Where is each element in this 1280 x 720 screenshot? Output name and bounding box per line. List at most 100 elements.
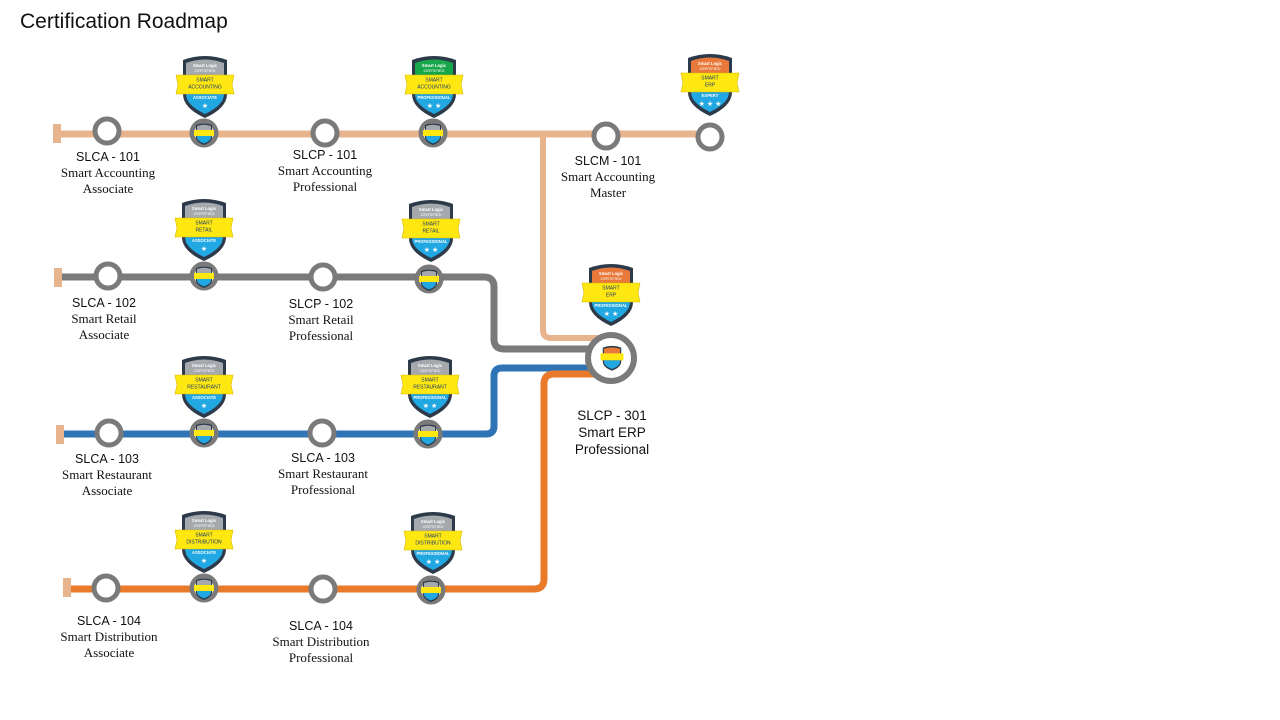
badge-distribution-professional-icon: Smart LogicCERTIFIEDSMARTDISTRIBUTIONPRO… <box>403 512 463 574</box>
badge-stars: ★ <box>201 245 207 253</box>
station-name-line2: Professional <box>292 179 358 194</box>
badge-level: ASSOCIATE <box>192 550 216 555</box>
badge-stars: ★ <box>202 102 208 110</box>
station-name-line2: Master <box>589 185 627 200</box>
badge-brand-sub: CERTIFIED <box>193 368 214 373</box>
station-label-slca-104-professional: SLCA - 104 Smart Distribution Profession… <box>251 618 391 666</box>
station-name-line1: Smart Accounting <box>277 163 373 178</box>
badge-accounting-professional-icon: Smart LogicCERTIFIEDSMARTACCOUNTINGPROFE… <box>404 56 464 118</box>
station-name-line1: Smart Distribution <box>272 634 370 649</box>
station-slca-103 <box>94 418 124 448</box>
retail-line <box>62 273 600 353</box>
station-name-line2: Professional <box>288 328 354 343</box>
badge-stars: ★ ★ <box>604 310 619 318</box>
station-label-slcp-301: SLCP - 301 Smart ERP Professional <box>542 407 682 458</box>
badge-level: PROFESSIONAL <box>413 395 446 400</box>
station-name-line2: Associate <box>83 645 135 660</box>
station-name-line1: Smart Accounting <box>60 165 156 180</box>
distribution-line-start <box>63 578 71 597</box>
badge-stars: ★ ★ <box>424 246 439 254</box>
station-name-line1: Smart Distribution <box>60 629 158 644</box>
badge-stars: ★ ★ <box>427 102 442 110</box>
station-name-line1: Smart Retail <box>288 312 354 327</box>
page-title: Certification Roadmap <box>20 10 228 33</box>
badge-stars: ★ ★ <box>423 402 438 410</box>
station-name-line1: Smart ERP <box>578 425 646 440</box>
badge-brand: Smart Logic <box>192 206 217 211</box>
badge-brand-sub: CERTIFIED <box>422 524 443 529</box>
station-name-line1: Smart Accounting <box>560 169 656 184</box>
badge-brand-sub: CERTIFIED <box>699 66 720 71</box>
station-name-line2: Professional <box>574 442 650 457</box>
station-label-slca-102: SLCA - 102 Smart Retail Associate <box>34 295 174 343</box>
distribution-line <box>70 370 600 593</box>
badge-brand: Smart Logic <box>419 207 444 212</box>
badge-product-name: RETAIL <box>195 228 212 234</box>
station-slca-104-professional <box>308 574 338 604</box>
badge-product-name: DISTRIBUTION <box>186 540 222 546</box>
station-slca-104 <box>91 573 121 603</box>
badge-level: PROFESSIONAL <box>416 551 449 556</box>
station-label-slca-101: SLCA - 101 Smart Accounting Associate <box>38 149 178 197</box>
station-name-line2: Associate <box>78 327 130 342</box>
station-name-line1: Smart Retail <box>71 311 137 326</box>
station-code: SLCA - 104 <box>77 614 141 628</box>
badge-brand: Smart Logic <box>193 63 218 68</box>
station-badge-accounting-master <box>695 122 725 152</box>
badge-product: SMART <box>196 78 213 84</box>
badge-brand: Smart Logic <box>421 519 446 524</box>
badge-level: PROFESSIONAL <box>414 239 447 244</box>
badge-product: SMART <box>195 221 212 227</box>
restaurant-line-start <box>56 425 64 444</box>
station-slcp-102 <box>308 262 338 292</box>
badge-product: SMART <box>195 378 212 384</box>
badge-stars: ★ ★ ★ <box>699 100 722 108</box>
station-code: SLCA - 102 <box>72 296 136 310</box>
station-label-slcp-101: SLCP - 101 Smart Accounting Professional <box>255 147 395 195</box>
station-code: SLCP - 301 <box>577 408 647 423</box>
badge-product-name: ACCOUNTING <box>188 85 222 91</box>
badge-product-name: ERP <box>606 293 617 299</box>
station-name-line2: Professional <box>288 650 354 665</box>
station-name-line2: Associate <box>82 181 134 196</box>
badge-product: SMART <box>195 533 212 539</box>
badge-brand-sub: CERTIFIED <box>193 523 214 528</box>
badge-brand-sub: CERTIFIED <box>423 68 444 73</box>
badge-level: ASSOCIATE <box>193 95 217 100</box>
station-code: SLCP - 101 <box>292 148 358 162</box>
station-slca-102 <box>93 261 123 291</box>
badge-stars: ★ ★ <box>426 558 441 566</box>
station-label-slcp-102: SLCP - 102 Smart Retail Professional <box>251 296 391 344</box>
badge-brand: Smart Logic <box>192 518 217 523</box>
station-label-slca-103: SLCA - 103 Smart Restaurant Associate <box>37 451 177 499</box>
badge-product: SMART <box>424 534 441 540</box>
badge-product-name: ERP <box>705 83 716 89</box>
badge-restaurant-professional-icon: Smart LogicCERTIFIEDSMARTRESTAURANTPROFE… <box>400 356 460 418</box>
badge-brand-sub: CERTIFIED <box>194 68 215 73</box>
station-code: SLCM - 101 <box>574 154 642 168</box>
badge-brand-sub: CERTIFIED <box>420 212 441 217</box>
badge-retail-professional-icon: Smart LogicCERTIFIEDSMARTRETAILPROFESSIO… <box>401 200 461 262</box>
station-label-slca-103-professional: SLCA - 103 Smart Restaurant Professional <box>253 450 393 498</box>
station-code: SLCP - 102 <box>288 297 354 311</box>
badge-product-name: RETAIL <box>422 229 439 235</box>
hub-mini-badge-icon <box>600 345 624 371</box>
stations <box>91 116 725 605</box>
badge-stars: ★ <box>201 402 207 410</box>
badge-brand: Smart Logic <box>422 63 447 68</box>
badge-product: SMART <box>701 76 718 82</box>
station-name-line1: Smart Restaurant <box>278 466 368 481</box>
station-name-line2: Professional <box>290 482 356 497</box>
station-label-slcm-101: SLCM - 101 Smart Accounting Master <box>538 153 678 201</box>
retail-line-start <box>54 268 62 287</box>
badge-brand-sub: CERTIFIED <box>419 368 440 373</box>
badge-product: SMART <box>602 286 619 292</box>
station-slcm-101 <box>591 121 621 151</box>
badge-level: PROFESSIONAL <box>417 95 450 100</box>
restaurant-line <box>64 364 600 438</box>
station-slcp-101 <box>310 118 340 148</box>
station-code: SLCA - 103 <box>291 451 355 465</box>
